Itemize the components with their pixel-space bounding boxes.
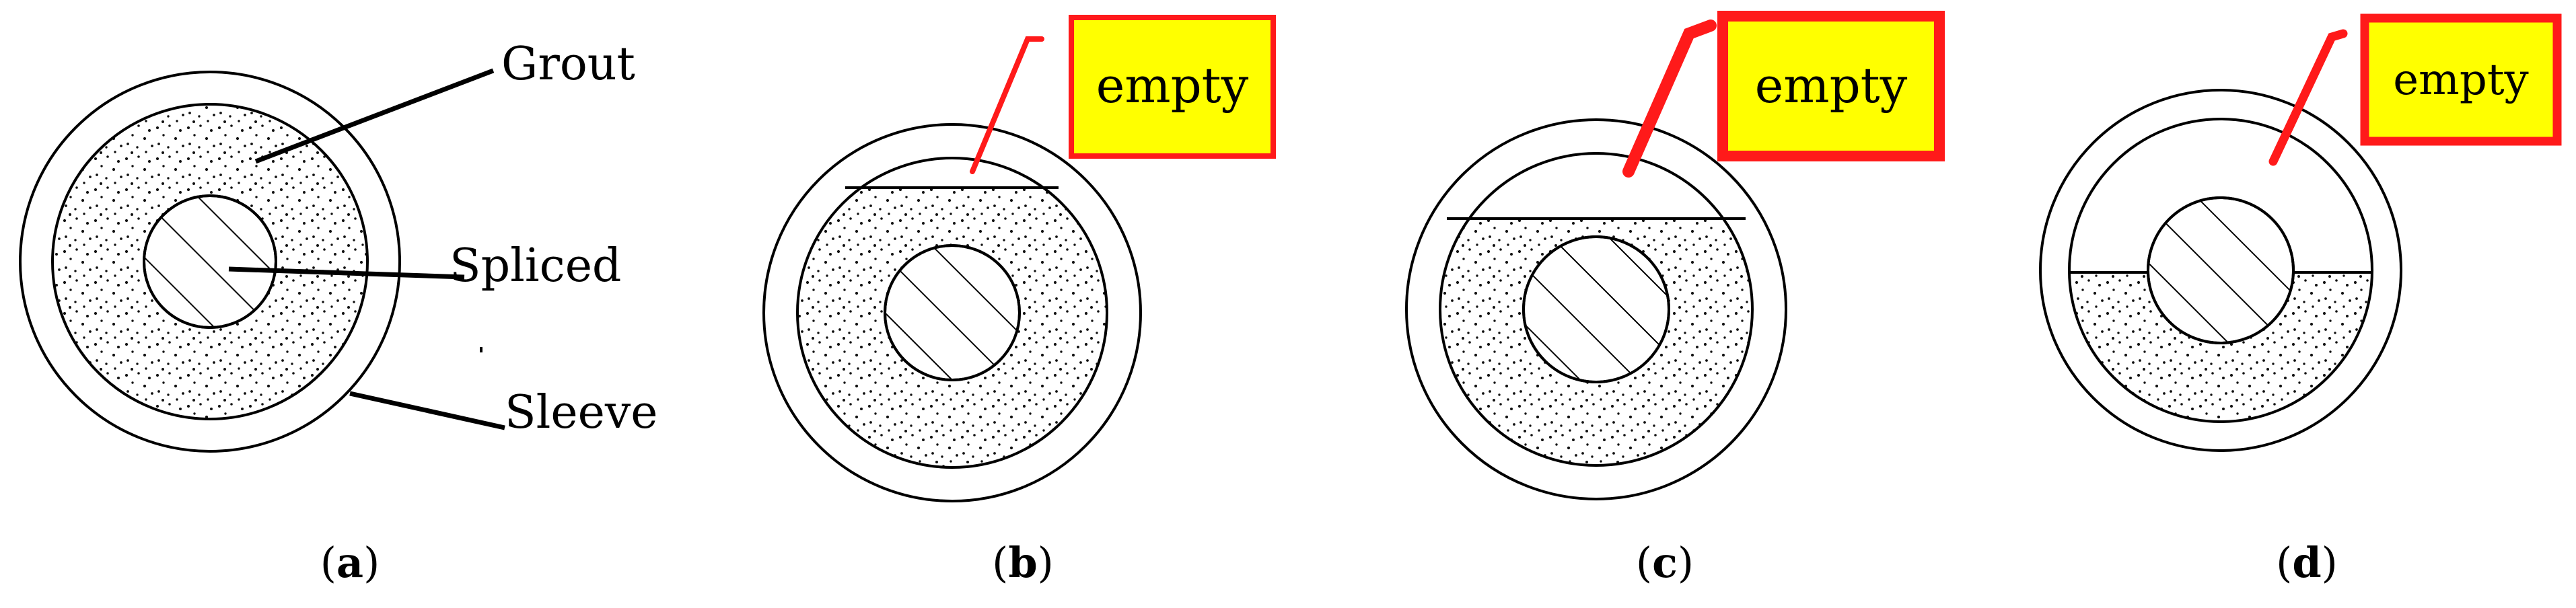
spliced-label: Spliced	[450, 239, 621, 293]
caption-a: (a)	[320, 538, 380, 587]
empty-callout-c	[1717, 11, 1945, 161]
panel-a: Grout Spliced Sleeve	[19, 38, 657, 453]
panel-d: empty	[2039, 13, 2562, 452]
bar-hatching-d	[2147, 196, 2295, 344]
empty-label-d: empty	[2393, 55, 2528, 105]
caption-d: (d)	[2276, 538, 2338, 587]
sleeve-label: Sleeve	[505, 386, 657, 439]
grout-label: Grout	[501, 38, 635, 91]
empty-leader-b	[970, 36, 1044, 174]
sleeve-inner-d	[2068, 118, 2373, 423]
sleeve-inner-c	[1439, 152, 1754, 467]
panel-c: empty	[1405, 11, 1945, 500]
empty-label-c: empty	[1755, 57, 1908, 114]
empty-label-b: empty	[1096, 57, 1249, 114]
caption-c: (c)	[1636, 538, 1694, 587]
empty-callout-d	[2360, 13, 2562, 146]
bar-hatching-b	[884, 244, 1021, 381]
sleeve-outer-b	[762, 123, 1142, 502]
sleeve-outer-d	[2039, 89, 2402, 452]
stray-mark	[480, 347, 482, 352]
sleeve-outer-c	[1405, 118, 1787, 500]
empty-leader-c	[1622, 20, 1717, 178]
empty-leader-d	[2268, 29, 2348, 166]
sleeve-leader	[349, 391, 505, 430]
spliced-leader	[228, 266, 465, 280]
bar-hatching-c	[1522, 235, 1670, 383]
empty-callout-b	[1069, 15, 1276, 159]
caption-b: (b)	[992, 538, 1054, 587]
grout-d	[2069, 272, 2372, 422]
bar-hatching-a	[143, 194, 277, 329]
grout-leader	[254, 68, 495, 164]
sleeve-inner-b	[796, 157, 1108, 469]
panel-b: empty	[762, 15, 1276, 502]
sleeve-outer-a	[19, 71, 401, 453]
